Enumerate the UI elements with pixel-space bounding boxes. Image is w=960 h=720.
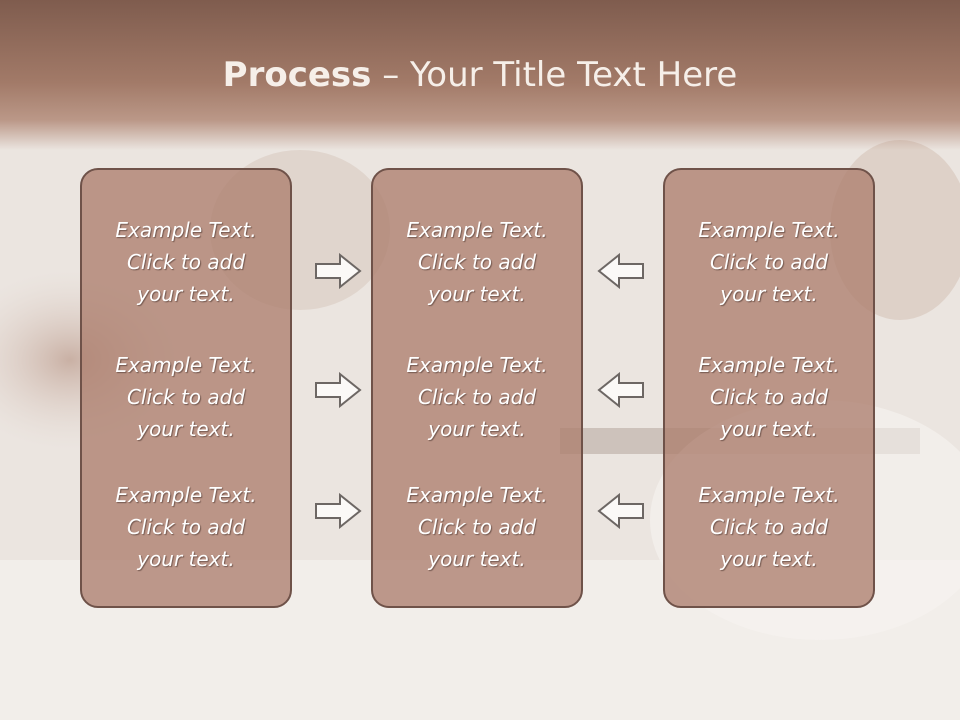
process-box-right[interactable]: Example Text. Click to add your text. Ex… <box>663 168 875 608</box>
text-placeholder[interactable]: Example Text. Click to add your text. <box>373 349 581 445</box>
text-placeholder[interactable]: Example Text. Click to add your text. <box>373 214 581 310</box>
text-line: your text. <box>428 417 526 441</box>
right-arrow-icon <box>315 253 362 289</box>
text-line: Click to add <box>126 250 246 274</box>
text-line: Example Text. <box>115 218 257 242</box>
left-arrow-icon <box>597 253 644 289</box>
slide-title[interactable]: Process – Your Title Text Here <box>0 52 960 98</box>
text-line: your text. <box>720 282 818 306</box>
text-placeholder[interactable]: Example Text. Click to add your text. <box>665 349 873 445</box>
text-placeholder[interactable]: Example Text. Click to add your text. <box>82 479 290 575</box>
text-line: your text. <box>720 417 818 441</box>
text-line: Click to add <box>709 250 829 274</box>
title-band <box>0 0 960 150</box>
text-line: Example Text. <box>406 353 548 377</box>
right-arrow-icon <box>315 493 362 529</box>
text-placeholder[interactable]: Example Text. Click to add your text. <box>373 479 581 575</box>
text-line: Example Text. <box>406 218 548 242</box>
text-placeholder[interactable]: Example Text. Click to add your text. <box>82 214 290 310</box>
text-line: Click to add <box>709 385 829 409</box>
text-placeholder[interactable]: Example Text. Click to add your text. <box>82 349 290 445</box>
text-line: Click to add <box>417 515 537 539</box>
title-rest: Your Title Text Here <box>410 55 738 95</box>
text-line: your text. <box>428 547 526 571</box>
right-arrow-icon <box>315 372 362 408</box>
text-line: Example Text. <box>698 218 840 242</box>
text-line: your text. <box>137 417 235 441</box>
text-line: your text. <box>137 282 235 306</box>
text-line: Click to add <box>709 515 829 539</box>
title-dash: – <box>382 55 400 95</box>
text-placeholder[interactable]: Example Text. Click to add your text. <box>665 214 873 310</box>
text-line: Example Text. <box>406 483 548 507</box>
left-arrow-icon <box>597 493 644 529</box>
text-line: your text. <box>137 547 235 571</box>
left-arrow-icon <box>597 372 644 408</box>
title-bold: Process <box>222 55 372 95</box>
text-line: Click to add <box>126 385 246 409</box>
text-line: Click to add <box>417 385 537 409</box>
process-box-left[interactable]: Example Text. Click to add your text. Ex… <box>80 168 292 608</box>
text-placeholder[interactable]: Example Text. Click to add your text. <box>665 479 873 575</box>
text-line: your text. <box>428 282 526 306</box>
text-line: Example Text. <box>115 353 257 377</box>
text-line: your text. <box>720 547 818 571</box>
process-box-center[interactable]: Example Text. Click to add your text. Ex… <box>371 168 583 608</box>
text-line: Example Text. <box>698 353 840 377</box>
text-line: Example Text. <box>115 483 257 507</box>
text-line: Click to add <box>126 515 246 539</box>
text-line: Example Text. <box>698 483 840 507</box>
text-line: Click to add <box>417 250 537 274</box>
